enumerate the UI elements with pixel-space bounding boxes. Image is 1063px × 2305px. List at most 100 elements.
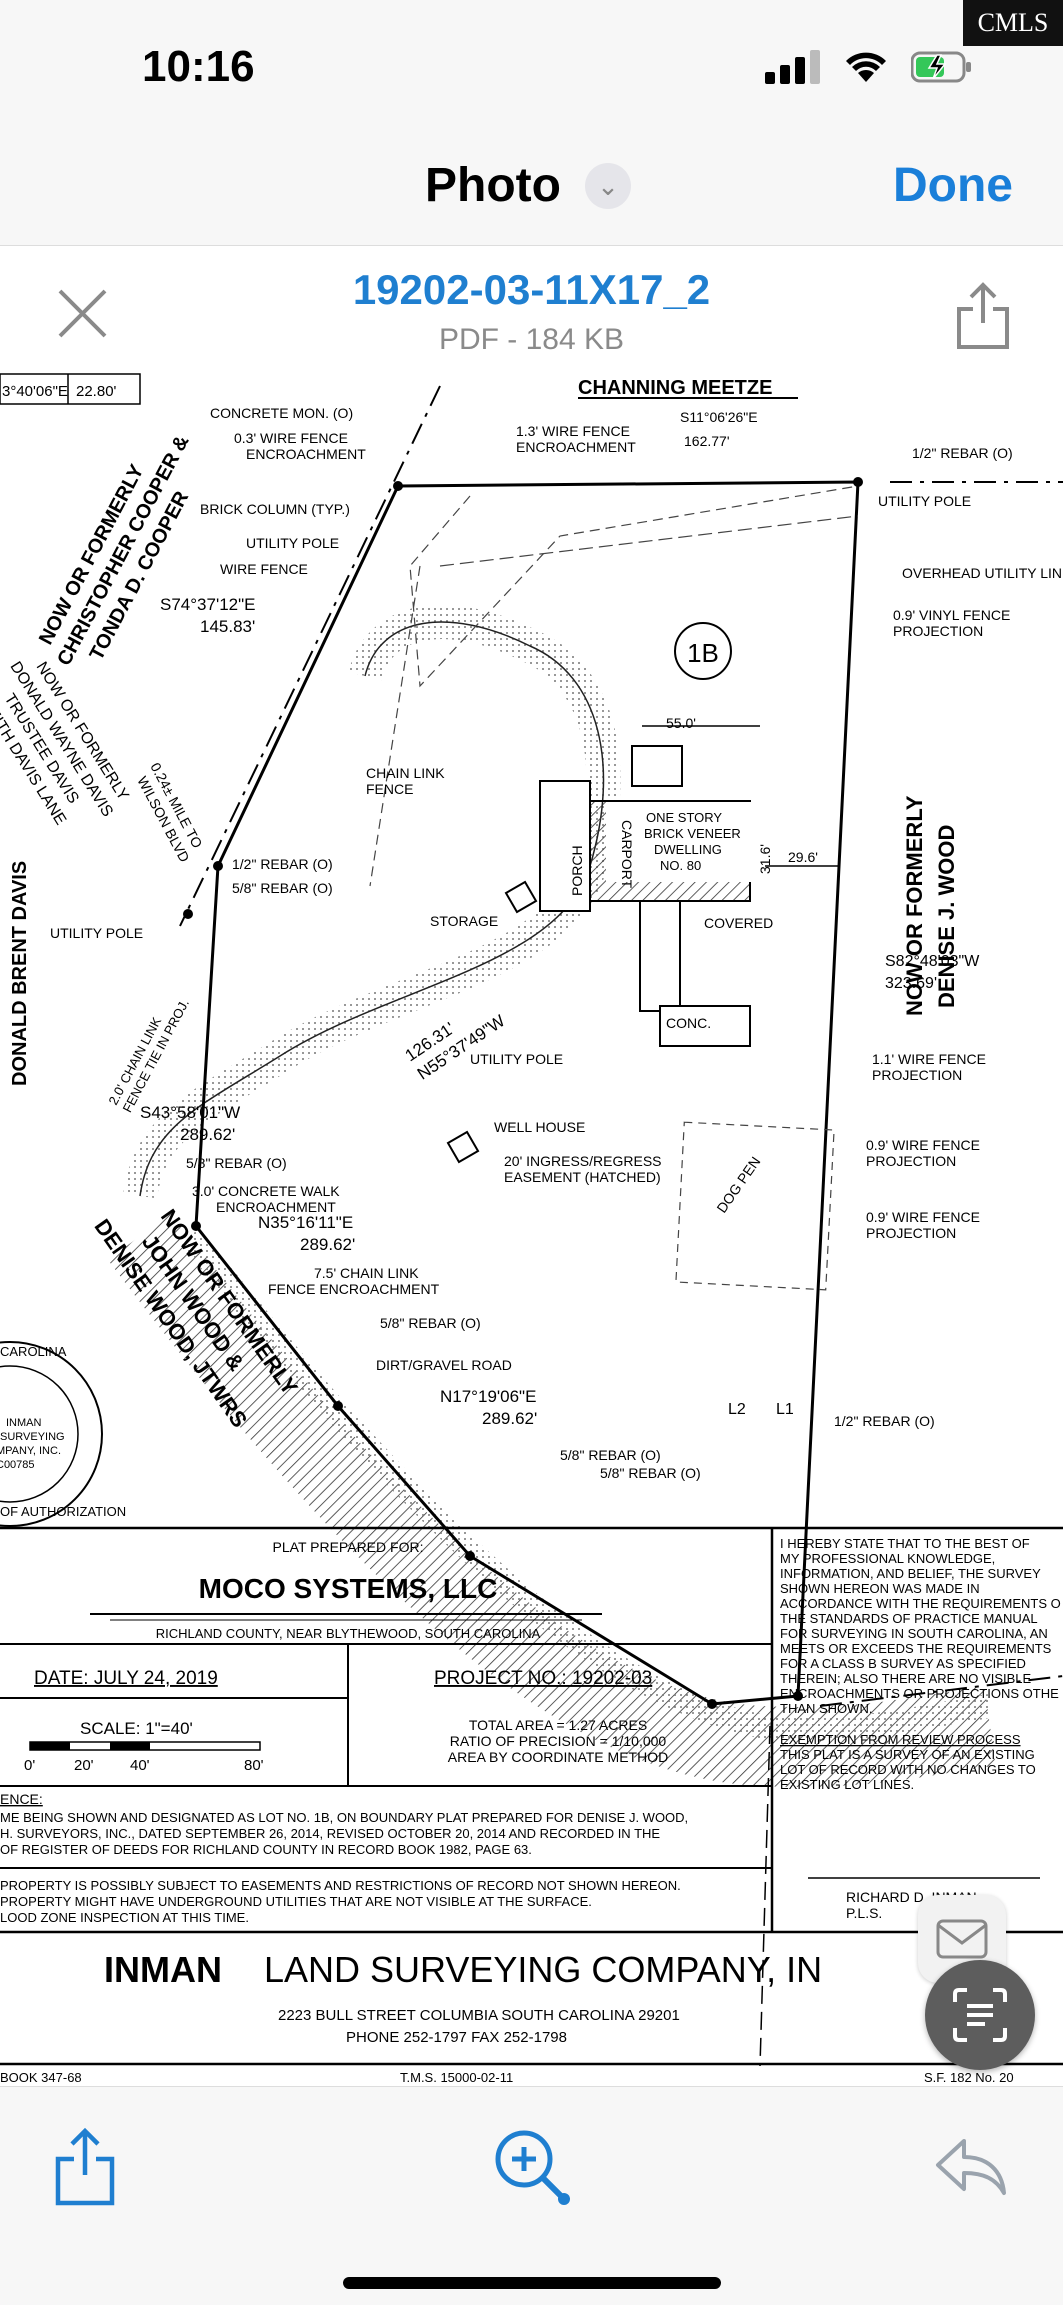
svg-text:LAND SURVEYING COMPANY, IN: LAND SURVEYING COMPANY, IN [264,1949,822,1990]
status-bar: 10:16 CMLS [0,0,1063,130]
svg-text:ENCE:: ENCE: [0,1791,43,1807]
svg-text:C00785: C00785 [0,1459,35,1471]
owner-cooper: NOW OR FORMERLY CHRISTOPHER COOPER & TON… [35,432,194,670]
svg-text:N17°19'06"E: N17°19'06"E [440,1387,536,1406]
svg-text:S74°37'12"E: S74°37'12"E [160,595,255,614]
svg-text:ENCROACHMENTS OR PROJECTIONS O: ENCROACHMENTS OR PROJECTIONS OTHE [780,1686,1059,1701]
navigation-bar: Photo ⌄ Done [0,130,1063,246]
zoom-search-icon[interactable] [490,2125,572,2207]
svg-text:OVERHEAD UTILITY LINE: OVERHEAD UTILITY LINE [902,565,1063,581]
document-header: 19202-03-11X17_2 PDF - 184 KB [0,246,1063,366]
svg-text:PROPERTY IS POSSIBLY SUBJECT T: PROPERTY IS POSSIBLY SUBJECT TO EASEMENT… [0,1878,681,1893]
svg-text:29.6': 29.6' [788,849,818,865]
svg-text:5/8" REBAR (O): 5/8" REBAR (O) [232,880,333,896]
svg-text:SHOWN HEREON WAS MADE IN: SHOWN HEREON WAS MADE IN [780,1581,980,1596]
svg-text:MEETS OR EXCEEDS THE REQUIREME: MEETS OR EXCEEDS THE REQUIREMENTS [780,1641,1052,1656]
bearing-table [0,373,141,405]
close-icon[interactable] [55,286,110,341]
svg-text:SCALE: 1"=40': SCALE: 1"=40' [80,1719,193,1738]
svg-text:PROPERTY MIGHT HAVE UNDERGROUN: PROPERTY MIGHT HAVE UNDERGROUND UTILITIE… [0,1894,592,1909]
project-no: PROJECT NO.: 19202-03 [434,1668,652,1689]
svg-text:1/2" REBAR (O): 1/2" REBAR (O) [232,856,333,872]
svg-text:1.1' WIRE FENCE: 1.1' WIRE FENCE [872,1051,986,1067]
svg-text:5/8" REBAR (O): 5/8" REBAR (O) [186,1155,287,1171]
status-time: 10:16 [142,42,255,91]
svg-text:PROJECTION: PROJECTION [893,623,983,639]
table-distance: 22.80' [76,383,117,400]
svg-text:I HEREBY STATE THAT TO THE BES: I HEREBY STATE THAT TO THE BEST OF [780,1536,1030,1551]
done-button[interactable]: Done [893,159,1013,212]
svg-text:145.83': 145.83' [200,617,255,636]
svg-text:FENCE: FENCE [366,781,413,797]
svg-text:EXEMPTION FROM REVIEW PROCESS: EXEMPTION FROM REVIEW PROCESS [780,1732,1021,1747]
svg-text:S11°06'26"E: S11°06'26"E [680,409,758,425]
svg-text:CONCRETE MON. (O): CONCRETE MON. (O) [210,405,353,421]
svg-text:FOR SURVEYING IN SOUTH CAROLIN: FOR SURVEYING IN SOUTH CAROLINA, AN [780,1626,1048,1641]
svg-text:LOOD ZONE INSPECTION AT THIS T: LOOD ZONE INSPECTION AT THIS TIME. [0,1910,249,1925]
svg-text:AREA BY COORDINATE METHOD: AREA BY COORDINATE METHOD [448,1749,668,1765]
chevron-down-icon[interactable]: ⌄ [585,163,631,209]
svg-text:SURVEYING: SURVEYING [0,1431,65,1443]
svg-text:289.62': 289.62' [300,1235,355,1254]
cmls-watermark: CMLS [963,0,1063,46]
svg-text:ENCROACHMENT: ENCROACHMENT [516,439,636,455]
svg-text:CAROLINA: CAROLINA [0,1344,67,1359]
svg-text:L2: L2 [728,1401,746,1418]
svg-text:FOR A CLASS B SURVEY AS SPECIF: FOR A CLASS B SURVEY AS SPECIFIED [780,1656,1026,1671]
svg-text:MPANY, INC.: MPANY, INC. [0,1445,61,1457]
svg-text:PORCH: PORCH [569,845,585,896]
svg-text:L1: L1 [776,1401,794,1418]
svg-text:ENCROACHMENT: ENCROACHMENT [216,1199,336,1215]
svg-text:162.77': 162.77' [684,433,730,449]
svg-text:ENCROACHMENT: ENCROACHMENT [246,446,366,462]
svg-text:COVERED: COVERED [704,915,773,931]
svg-text:55.0': 55.0' [666,715,696,731]
svg-text:5/8" REBAR (O): 5/8" REBAR (O) [380,1315,481,1331]
title-block: PLAT PREPARED FOR: MOCO SYSTEMS, LLC RIC… [0,1536,1061,2085]
svg-text:UTILITY POLE: UTILITY POLE [246,535,339,551]
svg-text:1.3' WIRE FENCE: 1.3' WIRE FENCE [516,423,630,439]
table-bearing: 3°40'06"E [2,383,68,400]
ingress-easement [108,1211,996,1787]
svg-text:20': 20' [74,1757,94,1774]
svg-text:S82°48'03"W: S82°48'03"W [885,953,980,970]
svg-text:20' INGRESS/REGRESS: 20' INGRESS/REGRESS [504,1153,662,1169]
bottom-toolbar [0,2086,1063,2305]
svg-text:DONALD BRENT DAVIS: DONALD BRENT DAVIS [9,861,31,1086]
svg-text:0.9' WIRE FENCE: 0.9' WIRE FENCE [866,1137,980,1153]
svg-text:CHRISTOPHER COOPER &: CHRISTOPHER COOPER & [53,432,193,670]
plat-date: DATE: JULY 24, 2019 [34,1668,218,1689]
svg-text:DENISE J. WOOD: DENISE J. WOOD [934,825,959,1008]
svg-text:INMAN: INMAN [6,1417,42,1429]
svg-text:BOOK 347-68: BOOK 347-68 [0,2070,82,2085]
battery-icon [911,51,971,83]
property-boundary [194,480,860,1706]
text-scan-icon[interactable] [925,1960,1035,2070]
svg-text:FENCE ENCROACHMENT: FENCE ENCROACHMENT [268,1281,440,1297]
svg-text:TOTAL AREA = 1.27 ACRES: TOTAL AREA = 1.27 ACRES [469,1717,647,1733]
svg-text:RATIO OF PRECISION = 1/10,000: RATIO OF PRECISION = 1/10,000 [450,1733,667,1749]
home-indicator [343,2277,721,2289]
svg-text:CHAIN LINK: CHAIN LINK [366,765,445,781]
survey-plat: 3°40'06"E 22.80' CHANNING MEETZE [0,373,1063,2085]
svg-text:INFORMATION, AND BELIEF, THE S: INFORMATION, AND BELIEF, THE SURVEY [780,1566,1041,1581]
svg-text:S43°58'01"W: S43°58'01"W [140,1103,240,1122]
svg-text:289.62': 289.62' [482,1409,537,1428]
svg-text:STORAGE: STORAGE [430,913,498,929]
svg-text:P.L.S.: P.L.S. [846,1905,882,1921]
svg-text:0.9' VINYL FENCE: 0.9' VINYL FENCE [893,607,1010,623]
svg-text:UTILITY POLE: UTILITY POLE [50,925,143,941]
share-icon[interactable] [52,2127,118,2207]
file-meta: PDF - 184 KB [438,323,625,356]
svg-text:40': 40' [130,1757,150,1774]
svg-text:EASEMENT (HATCHED): EASEMENT (HATCHED) [504,1169,661,1185]
share-icon[interactable] [953,281,1013,351]
owner-denise-wood: NOW OR FORMERLY DENISE J. WOOD [902,795,959,1016]
svg-text:H. SURVEYORS, INC., DATED SEPT: H. SURVEYORS, INC., DATED SEPTEMBER 26, … [0,1826,660,1841]
svg-text:323.69': 323.69' [885,975,937,992]
svg-text:WELL HOUSE: WELL HOUSE [494,1119,585,1135]
client-name: MOCO SYSTEMS, LLC [199,1573,498,1604]
svg-text:PROJECTION: PROJECTION [866,1225,956,1241]
top-owner: CHANNING MEETZE [578,377,772,399]
undo-icon[interactable] [932,2135,1008,2199]
